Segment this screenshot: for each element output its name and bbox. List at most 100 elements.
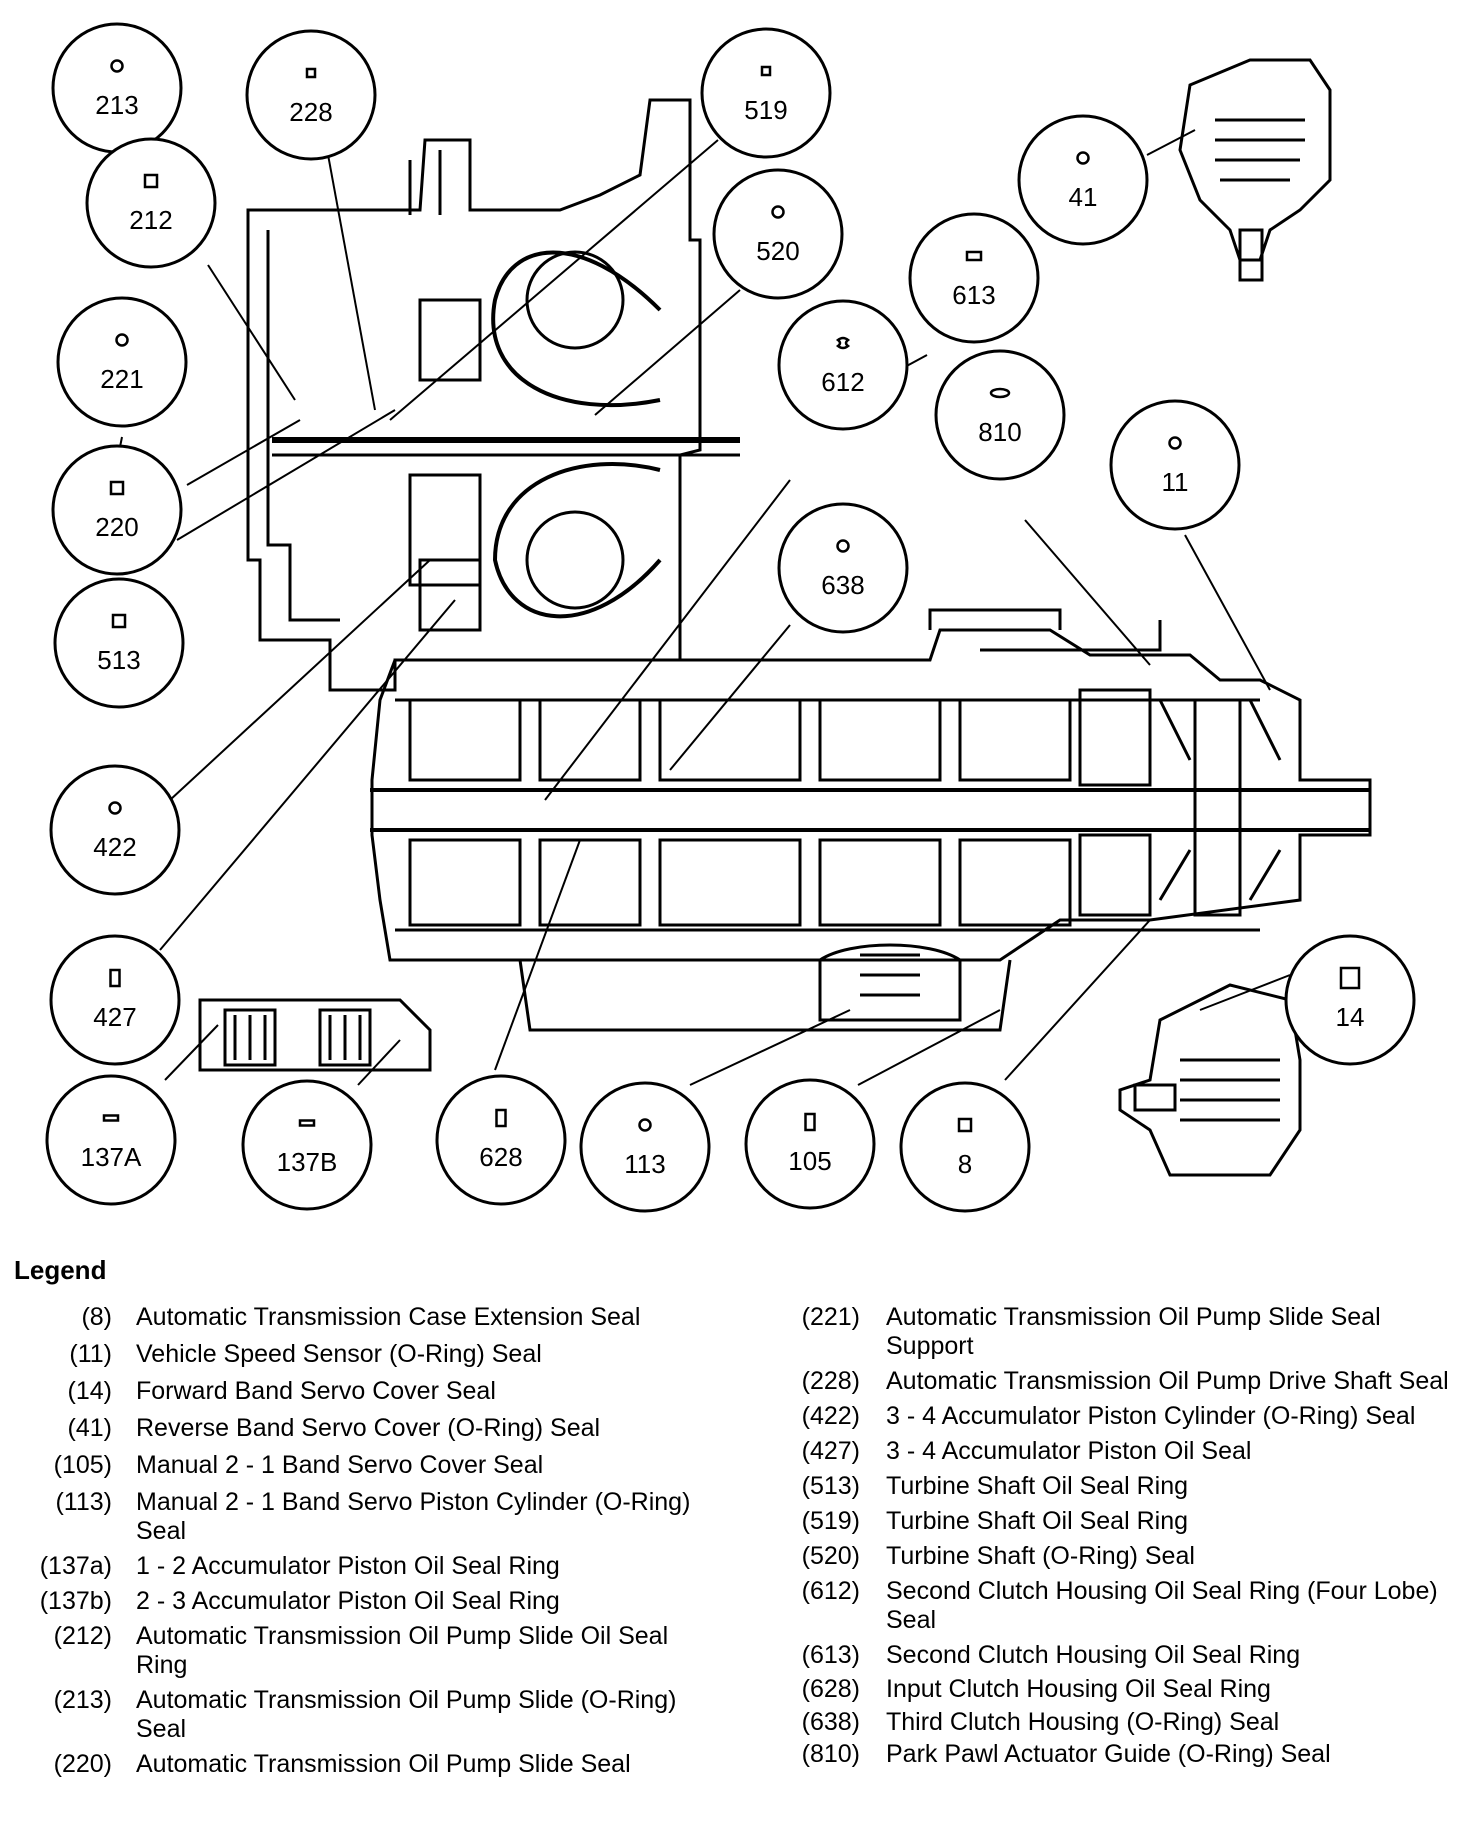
- legend-description: Forward Band Servo Cover Seal: [136, 1377, 496, 1405]
- legend-description: Second Clutch Housing Oil Seal Ring (Fou…: [886, 1577, 1438, 1634]
- transmission-cross-section: [198, 58, 1372, 1177]
- legend-entry: (14) Forward Band Servo Cover Seal: [0, 1377, 745, 1406]
- legend-entry: (220) Automatic Transmission Oil Pump Sli…: [0, 1750, 745, 1779]
- callout-519: 519: [700, 27, 832, 159]
- callout-number: 638: [821, 570, 864, 600]
- legend-code: (612): [801, 1577, 860, 1605]
- legend-description: Manual 2 - 1 Band Servo Cover Seal: [136, 1451, 544, 1479]
- legend-code: (513): [801, 1472, 860, 1500]
- legend-description: Manual 2 - 1 Band Servo Piston Cylinder …: [136, 1488, 691, 1545]
- callout-613: 613: [908, 212, 1040, 344]
- legend-entry: (628)Input Clutch Housing Oil Seal Ring: [760, 1675, 1472, 1704]
- callout-circle: [899, 1081, 1031, 1213]
- legend-code: (228): [801, 1367, 860, 1395]
- legend-entry: (8)Automatic Transmission Case Extension…: [0, 1303, 745, 1332]
- callout-113: 113: [579, 1081, 711, 1213]
- callout-leader-lines: [117, 121, 1291, 1086]
- legend-entry: (113) Manual 2 - 1 Band Servo Piston Cyli…: [0, 1488, 745, 1546]
- legend-entry: (41)Reverse Band Servo Cover (O-Ring) Se…: [0, 1414, 745, 1443]
- legend-description: Input Clutch Housing Oil Seal Ring: [886, 1675, 1271, 1703]
- legend-description: Reverse Band Servo Cover (O-Ring) Seal: [136, 1414, 601, 1442]
- callout-513: 513: [53, 577, 185, 709]
- legend-code: (14): [67, 1377, 112, 1405]
- legend-description: 3 - 4 Accumulator Piston Oil Seal: [886, 1437, 1252, 1465]
- callout-circle: [245, 29, 377, 161]
- seal-symbol-icon: [108, 801, 122, 815]
- legend-code: (810): [801, 1740, 860, 1768]
- legend-left-column: (8)Automatic Transmission Case Extension…: [0, 1303, 745, 1785]
- callout-circle: [51, 444, 183, 576]
- callout-circle: [49, 934, 181, 1066]
- legend-code: (113): [55, 1488, 112, 1516]
- legend-description: Automatic Transmission Oil Pump Slide (O…: [136, 1686, 677, 1743]
- callout-14: 14: [1284, 934, 1416, 1066]
- legend-description: Park Pawl Actuator Guide (O-Ring) Seal: [886, 1740, 1331, 1768]
- callout-221: 221: [56, 296, 188, 428]
- callout-8: 8: [899, 1081, 1031, 1213]
- seal-symbol-icon: [110, 59, 124, 73]
- legend-entry: (11)Vehicle Speed Sensor (O-Ring) Seal: [0, 1340, 745, 1369]
- callout-213: 213: [51, 22, 183, 154]
- callout-circle: [744, 1078, 876, 1210]
- legend-description: Third Clutch Housing (O-Ring) Seal: [886, 1708, 1280, 1736]
- legend-code: (519): [801, 1507, 860, 1535]
- callout-number: 8: [958, 1149, 972, 1179]
- callout-220: 220: [51, 444, 183, 576]
- callout-number: 220: [95, 512, 138, 542]
- seal-symbol-icon: [835, 336, 851, 350]
- legend-code: (212): [53, 1622, 112, 1650]
- legend-description: 3 - 4 Accumulator Piston Cylinder (O-Rin…: [886, 1402, 1416, 1430]
- callout-number: 427: [93, 1002, 136, 1032]
- seal-symbol-icon: [804, 1112, 816, 1132]
- callout-137b: 137B: [241, 1079, 373, 1211]
- callout-number: 221: [100, 364, 143, 394]
- callout-circle: [908, 212, 1040, 344]
- callout-638: 638: [777, 502, 909, 634]
- callout-number: 137A: [81, 1142, 142, 1172]
- legend-entry: (422) 3 - 4 Accumulator Piston Cylinder (…: [760, 1402, 1472, 1431]
- legend-description: Automatic Transmission Oil Pump Drive Sh…: [886, 1367, 1449, 1395]
- callout-circle: [1017, 114, 1149, 246]
- seal-symbol-icon: [305, 67, 317, 79]
- callout-circle: [56, 296, 188, 428]
- callout-number: 213: [95, 90, 138, 120]
- seal-symbol-icon: [298, 1119, 316, 1127]
- callout-number: 228: [289, 97, 332, 127]
- legend-entry: (519) Turbine Shaft Oil Seal Ring: [760, 1507, 1472, 1536]
- legend-description: Turbine Shaft Oil Seal Ring: [886, 1472, 1189, 1500]
- legend-entry: (613)Second Clutch Housing Oil Seal Ring: [760, 1641, 1472, 1670]
- callout-circle: [777, 299, 909, 431]
- legend-code: (422): [801, 1402, 860, 1430]
- legend-code: (11): [69, 1340, 112, 1368]
- callout-137a: 137A: [45, 1074, 177, 1206]
- legend-code: (137a): [39, 1552, 112, 1580]
- legend-code: (220): [53, 1750, 112, 1778]
- callout-circle: [435, 1074, 567, 1206]
- legend-entry: (212)Automatic Transmission Oil Pump Sli…: [0, 1622, 745, 1680]
- legend: Legend (8)Automatic Transmission Case Ex…: [0, 1255, 1472, 1825]
- callout-number: 14: [1336, 1002, 1365, 1032]
- legend-entry: (520)Turbine Shaft (O-Ring) Seal: [760, 1542, 1472, 1571]
- callout-612: 612: [777, 299, 909, 431]
- callout-circle: [1109, 399, 1241, 531]
- legend-entry: (612) Second Clutch Housing Oil Seal Ring…: [760, 1577, 1472, 1635]
- legend-description: Automatic Transmission Oil Pump Slide Se…: [136, 1750, 631, 1778]
- callout-number: 137B: [277, 1147, 338, 1177]
- callout-number: 519: [744, 95, 787, 125]
- seal-symbol-icon: [495, 1108, 507, 1128]
- legend-description: Turbine Shaft (O-Ring) Seal: [886, 1542, 1195, 1570]
- legend-entry: (137b)2 - 3 Accumulator Piston Oil Seal …: [0, 1587, 745, 1616]
- legend-description: Turbine Shaft Oil Seal Ring: [886, 1507, 1189, 1535]
- legend-entry: (427)3 - 4 Accumulator Piston Oil Seal: [760, 1437, 1472, 1466]
- legend-entry: (513) Turbine Shaft Oil Seal Ring: [760, 1472, 1472, 1501]
- legend-code: (221): [801, 1303, 860, 1331]
- callout-number: 810: [978, 417, 1021, 447]
- callout-circle: [45, 1074, 177, 1206]
- callout-number: 613: [952, 280, 995, 310]
- legend-entry: (810) Park Pawl Actuator Guide (O-Ring) S…: [760, 1740, 1472, 1769]
- seal-symbol-icon: [957, 1117, 973, 1133]
- seal-symbol-icon: [102, 1114, 120, 1122]
- legend-code: (137b): [39, 1587, 112, 1615]
- legend-description: Automatic Transmission Oil Pump Slide Se…: [886, 1303, 1381, 1360]
